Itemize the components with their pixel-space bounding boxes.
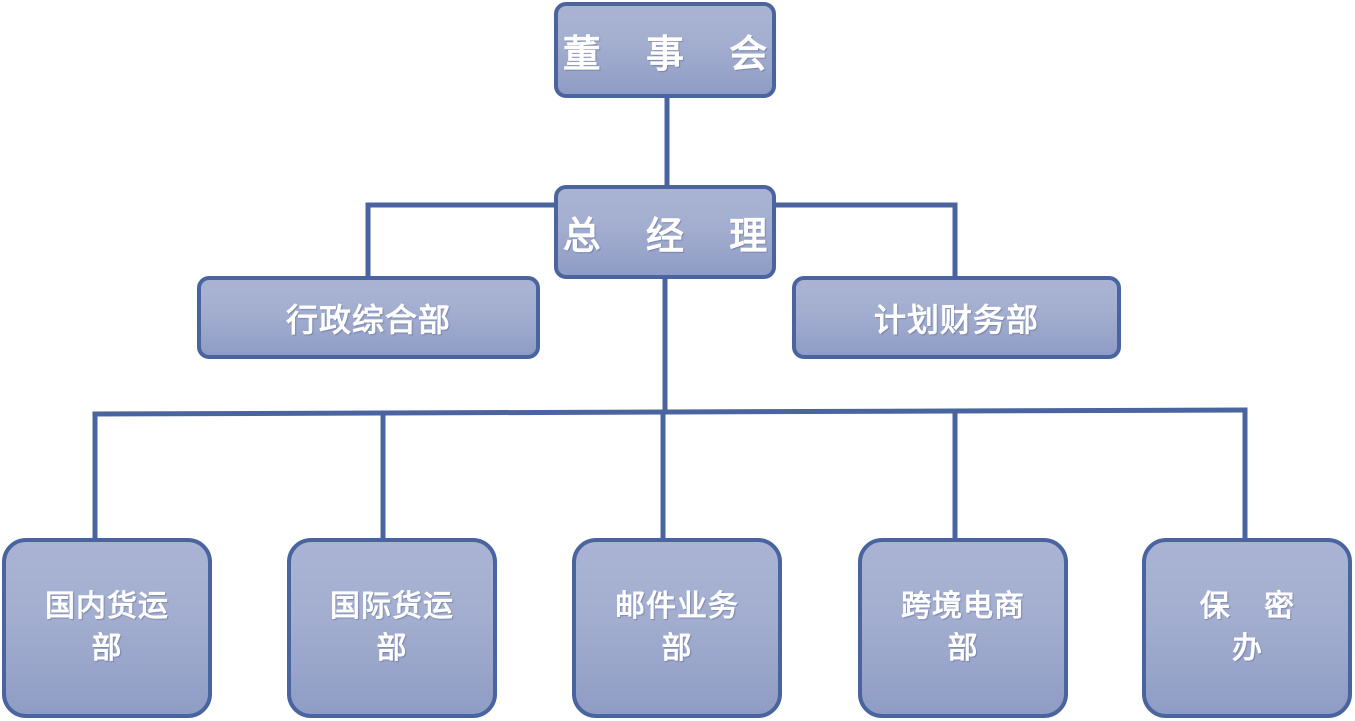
security-office-label: 保 密 办 (1199, 589, 1307, 666)
finance-dept-label: 计划财务部 (873, 300, 1039, 339)
board-box: 董 事 会 (554, 2, 776, 98)
domestic-freight-dept-label: 国内货运部 (45, 589, 169, 666)
security-office-box: 保 密 办 (1142, 538, 1352, 718)
general-manager-label: 总 经 理 (562, 213, 784, 258)
department-bus-line (92, 407, 1248, 417)
admin-dept-box: 行政综合部 (197, 276, 540, 359)
international-freight-dept-label: 国际货运部 (330, 589, 454, 666)
board-label: 董 事 会 (562, 31, 784, 76)
gm-to-admin-line (365, 202, 559, 281)
finance-dept-box: 计划财务部 (792, 276, 1121, 359)
mail-business-dept-label: 邮件业务部 (615, 589, 739, 666)
mail-business-dept-box: 邮件业务部 (572, 538, 782, 718)
cross-border-ecommerce-dept-box: 跨境电商部 (858, 538, 1068, 718)
domestic-freight-dept-box: 国内货运部 (2, 538, 212, 718)
cross-border-ecommerce-dept-label: 跨境电商部 (901, 589, 1025, 666)
international-freight-dept-box: 国际货运部 (287, 538, 497, 718)
gm-to-finance-line (773, 202, 958, 281)
general-manager-box: 总 经 理 (554, 185, 776, 279)
admin-dept-label: 行政综合部 (285, 300, 451, 339)
